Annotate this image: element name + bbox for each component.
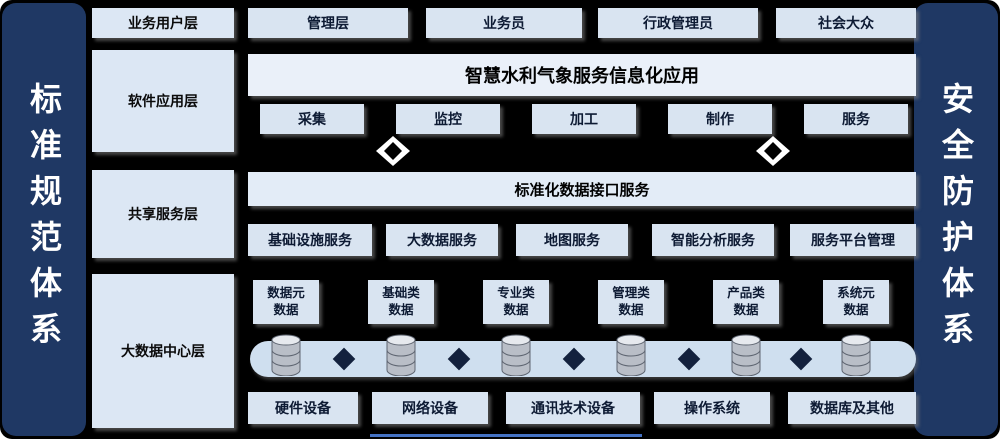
user-role-admin-manager: 行政管理员 bbox=[598, 8, 758, 38]
security-system-label: 安全防护体系 bbox=[938, 81, 974, 358]
infra-network: 网络设备 bbox=[372, 392, 488, 424]
database-icon bbox=[838, 332, 874, 378]
double-arrow-icon bbox=[376, 136, 410, 166]
database-icon bbox=[728, 332, 764, 378]
security-system-bar: 安全防护体系 bbox=[914, 3, 998, 436]
app-module-service: 服务 bbox=[804, 104, 908, 134]
app-module-process: 加工 bbox=[532, 104, 636, 134]
standards-system-bar: 标准规范体系 bbox=[2, 3, 86, 436]
database-icon bbox=[613, 332, 649, 378]
layer-label-business-user: 业务用户层 bbox=[92, 8, 234, 38]
data-category-metadata: 数据元 数据 bbox=[253, 280, 319, 324]
data-category-professional: 专业类 数据 bbox=[483, 280, 549, 324]
bottom-accent-line bbox=[370, 434, 642, 437]
app-title-box: 智慧水利气象服务信息化应用 bbox=[248, 54, 916, 96]
double-arrow-icon bbox=[756, 136, 790, 166]
service-intelligent-analysis: 智能分析服务 bbox=[652, 224, 774, 256]
standards-system-label: 标准规范体系 bbox=[26, 81, 62, 358]
app-module-produce: 制作 bbox=[668, 104, 772, 134]
layer-label-shared-service: 共享服务层 bbox=[92, 170, 234, 258]
service-infrastructure: 基础设施服务 bbox=[248, 224, 372, 256]
user-role-business-staff: 业务员 bbox=[426, 8, 582, 38]
infra-communication: 通讯技术设备 bbox=[506, 392, 640, 424]
standard-data-interface-box: 标准化数据接口服务 bbox=[248, 172, 916, 206]
database-icon bbox=[498, 332, 534, 378]
service-map: 地图服务 bbox=[516, 224, 628, 256]
infra-hardware: 硬件设备 bbox=[248, 392, 358, 424]
data-category-management: 管理类 数据 bbox=[598, 280, 664, 324]
app-module-collect: 采集 bbox=[260, 104, 364, 134]
database-icon bbox=[383, 332, 419, 378]
infra-operating-system: 操作系统 bbox=[654, 392, 770, 424]
data-category-product: 产品类 数据 bbox=[713, 280, 779, 324]
data-category-system-metadata: 系统元 数据 bbox=[823, 280, 889, 324]
database-icon bbox=[268, 332, 304, 378]
data-category-basic: 基础类 数据 bbox=[368, 280, 434, 324]
user-role-management: 管理层 bbox=[248, 8, 408, 38]
layer-label-big-data-center: 大数据中心层 bbox=[92, 274, 234, 428]
infra-database-others: 数据库及其他 bbox=[788, 392, 916, 424]
service-big-data: 大数据服务 bbox=[386, 224, 498, 256]
user-role-public: 社会大众 bbox=[776, 8, 916, 38]
app-module-monitor: 监控 bbox=[396, 104, 500, 134]
service-platform-management: 服务平台管理 bbox=[790, 224, 916, 256]
layer-label-software-application: 软件应用层 bbox=[92, 50, 234, 152]
